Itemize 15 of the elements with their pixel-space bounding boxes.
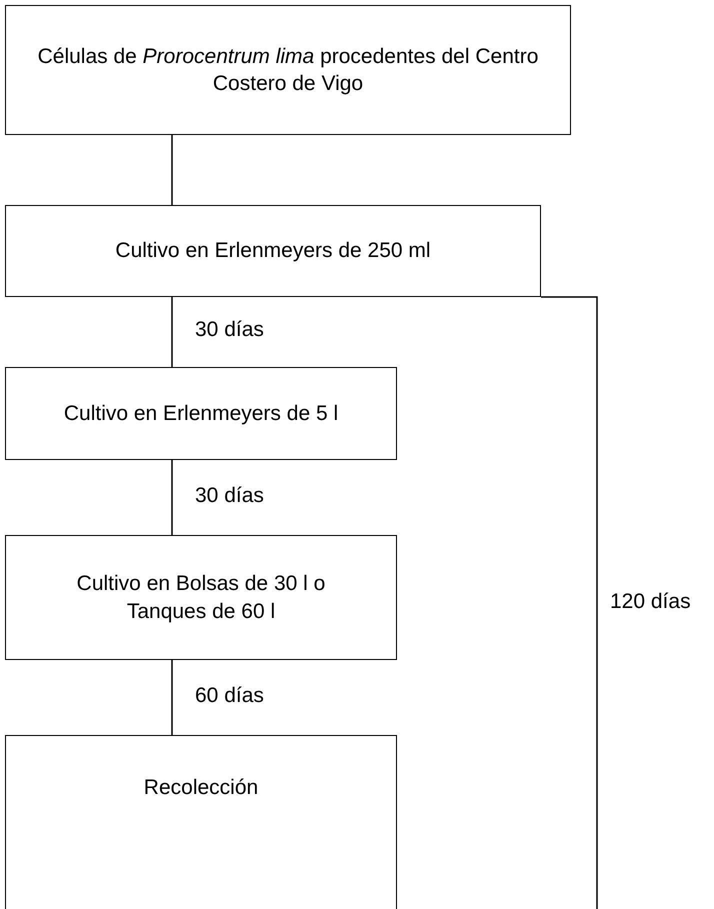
connector-line <box>171 460 173 535</box>
process-box <box>5 735 397 909</box>
node-text: Recolección <box>142 775 260 801</box>
connector-line <box>171 297 173 367</box>
connector-line <box>171 135 173 205</box>
node-text: Cultivo en Erlenmeyers de 5 l <box>62 400 340 427</box>
process-box <box>5 367 397 460</box>
node-text: Cultivo en Erlenmeyers de 250 ml <box>114 238 432 264</box>
process-box <box>5 205 541 297</box>
process-box <box>5 5 571 135</box>
node-text: Cultivo en Bolsas de 30 l o Tanques de 60 l <box>76 571 326 624</box>
node-text: Células de Prorocentrum lima procedentes del Centro Costero de Vigo <box>36 44 540 97</box>
connector-line <box>541 296 598 909</box>
connector-line <box>171 660 173 735</box>
process-box <box>5 535 397 660</box>
